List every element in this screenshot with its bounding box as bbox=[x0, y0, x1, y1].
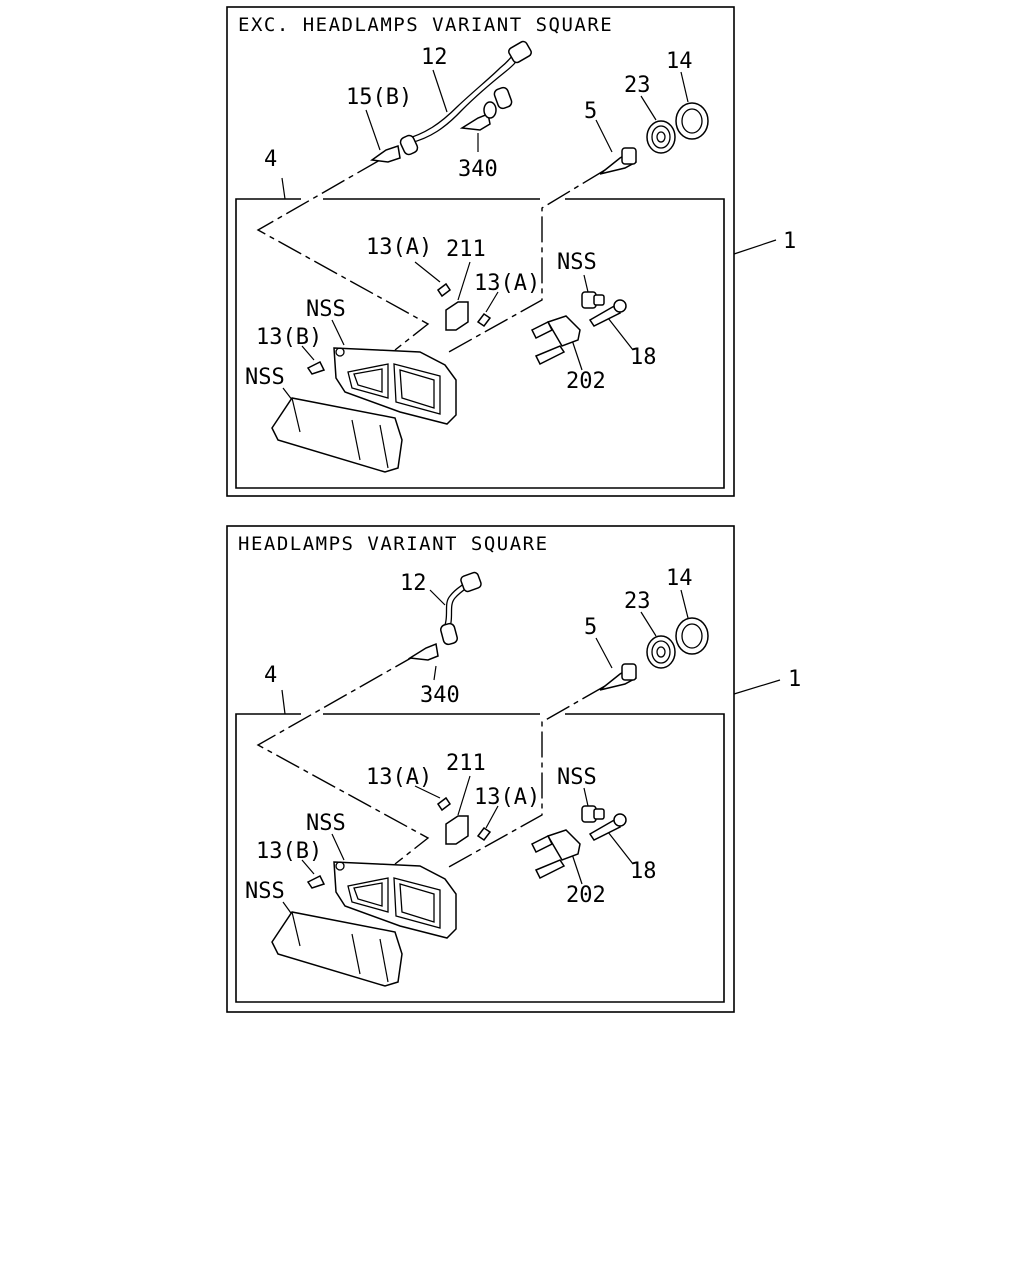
label-13b: 13(B) bbox=[256, 839, 322, 864]
leader-4 bbox=[281, 689, 286, 715]
lens bbox=[271, 911, 403, 987]
leader-nss-grommet bbox=[583, 274, 589, 293]
bulb-340 bbox=[459, 112, 491, 131]
clip-13a-2 bbox=[476, 312, 492, 328]
label-5: 5 bbox=[584, 615, 597, 640]
label-nss-bezel: NSS bbox=[306, 811, 346, 836]
lens bbox=[271, 397, 403, 473]
clip-13a-2 bbox=[476, 826, 492, 842]
leader-13a-1 bbox=[414, 785, 441, 799]
screw-18 bbox=[588, 817, 622, 841]
leader-18 bbox=[607, 831, 634, 865]
connector-12 bbox=[508, 40, 532, 64]
leader-13a-2 bbox=[485, 805, 499, 829]
leader-211 bbox=[457, 775, 471, 816]
label-nss-bezel: NSS bbox=[306, 297, 346, 322]
bracket-211 bbox=[445, 301, 469, 331]
label-14: 14 bbox=[666, 566, 693, 591]
panel-exc-headlamps: EXC. HEADLAMPS VARIANT SQUARE bbox=[226, 6, 796, 497]
leader-5 bbox=[595, 637, 613, 669]
leader-340 bbox=[433, 665, 437, 681]
leader-14 bbox=[680, 589, 689, 619]
panel-title: HEADLAMPS VARIANT SQUARE bbox=[238, 533, 549, 555]
leader-12 bbox=[432, 69, 448, 113]
assembly-box bbox=[235, 198, 725, 489]
label-23: 23 bbox=[624, 73, 651, 98]
adjuster-202 bbox=[534, 345, 566, 366]
seal-14 bbox=[675, 617, 709, 655]
label-23: 23 bbox=[624, 589, 651, 614]
adjuster-202 bbox=[534, 859, 566, 880]
panel-frame bbox=[226, 525, 735, 1013]
clip-13b bbox=[306, 874, 326, 889]
leader-13b bbox=[301, 345, 315, 361]
leader-nss-grommet bbox=[583, 787, 589, 807]
leader-14 bbox=[680, 71, 689, 103]
leader-13a-2 bbox=[485, 291, 499, 313]
label-202: 202 bbox=[566, 883, 606, 908]
leader-13b bbox=[301, 859, 315, 875]
label-nss-grommet: NSS bbox=[557, 765, 597, 790]
leader-1 bbox=[733, 679, 781, 695]
seal-14 bbox=[675, 102, 709, 140]
leader-13a-1 bbox=[414, 261, 441, 283]
leader-4 bbox=[281, 177, 286, 200]
label-18: 18 bbox=[630, 859, 657, 884]
label-211: 211 bbox=[446, 237, 486, 262]
connector-12 bbox=[460, 571, 482, 593]
label-211: 211 bbox=[446, 751, 486, 776]
panel-frame bbox=[226, 6, 735, 497]
label-14: 14 bbox=[666, 49, 693, 74]
label-13a-2: 13(A) bbox=[474, 271, 540, 296]
label-340: 340 bbox=[420, 683, 460, 708]
leader-nss-bezel bbox=[331, 319, 345, 346]
leader-211 bbox=[457, 261, 471, 301]
leader-12 bbox=[429, 589, 446, 606]
label-nss-grommet: NSS bbox=[557, 250, 597, 275]
clip-13b bbox=[306, 360, 326, 375]
panel-title: EXC. HEADLAMPS VARIANT SQUARE bbox=[238, 14, 613, 36]
label-13a-1: 13(A) bbox=[366, 765, 432, 790]
label-18: 18 bbox=[630, 345, 657, 370]
leader-202 bbox=[571, 339, 583, 371]
panel-headlamps: HEADLAMPS VARIANT SQUARE bbox=[226, 525, 801, 1013]
leader-18 bbox=[607, 317, 634, 351]
leader-23 bbox=[640, 611, 657, 637]
label-nss-lens: NSS bbox=[245, 879, 285, 904]
label-nss-lens: NSS bbox=[245, 365, 285, 390]
leader-23 bbox=[640, 95, 657, 121]
label-15b: 15(B) bbox=[346, 85, 412, 110]
leader-202 bbox=[571, 853, 583, 885]
leader-15b bbox=[365, 109, 381, 151]
label-202: 202 bbox=[566, 369, 606, 394]
label-13a-1: 13(A) bbox=[366, 235, 432, 260]
label-4: 4 bbox=[264, 147, 277, 172]
assembly-box bbox=[235, 713, 725, 1003]
leader-nss-bezel bbox=[331, 833, 345, 861]
label-1: 1 bbox=[783, 229, 796, 254]
bracket-211 bbox=[445, 815, 469, 845]
label-12: 12 bbox=[421, 45, 448, 70]
bulb-340 bbox=[407, 642, 439, 661]
label-1: 1 bbox=[788, 667, 801, 692]
label-4: 4 bbox=[264, 663, 277, 688]
label-12: 12 bbox=[400, 571, 427, 596]
label-13a-2: 13(A) bbox=[474, 785, 540, 810]
label-5: 5 bbox=[584, 99, 597, 124]
leader-5 bbox=[595, 119, 613, 153]
label-340: 340 bbox=[458, 157, 498, 182]
label-13b: 13(B) bbox=[256, 325, 322, 350]
bulb-15b bbox=[370, 145, 401, 163]
clip-13a-1 bbox=[436, 282, 452, 298]
leader-1 bbox=[733, 239, 777, 255]
clip-13a-1 bbox=[436, 796, 452, 812]
